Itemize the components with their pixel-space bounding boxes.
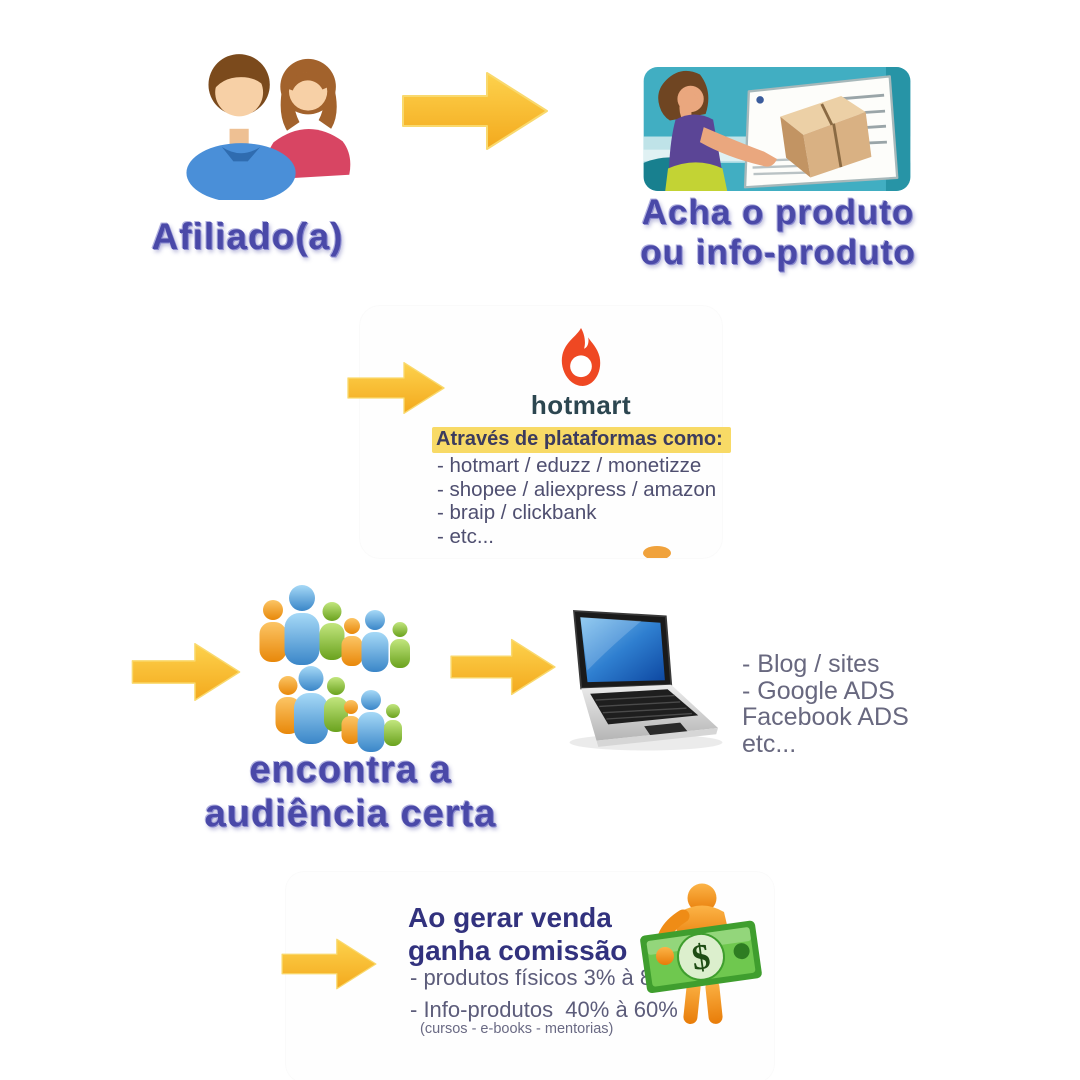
finds-product-caption: Acha o produto ou info-produto: [602, 193, 954, 273]
arrow-right-icon: [347, 361, 445, 414]
dollar-bill: $: [640, 920, 762, 994]
audience-line1: encontra a: [249, 749, 452, 791]
money-person-icon: $: [640, 883, 762, 1025]
channel-item: etc...: [742, 729, 797, 758]
commission-title-line1: Ao gerar venda: [408, 902, 612, 933]
commission-note: (cursos - e-books - mentorias): [420, 1021, 614, 1037]
product-from-screen-illustration: [643, 67, 911, 191]
platform-item: - hotmart / eduzz / monetizze: [437, 454, 702, 477]
commission-title: Ao gerar venda ganha comissão: [408, 901, 627, 967]
channel-item: - Blog / sites: [742, 650, 880, 678]
arrow-right-icon: [131, 642, 241, 702]
channel-item: Facebook ADS: [742, 703, 909, 731]
laptop-icon: [569, 610, 723, 751]
platforms-list: - hotmart / eduzz / monetizze - shopee /…: [437, 454, 716, 548]
commission-item: - Info-produtos 40% à 60%: [410, 997, 678, 1022]
arrow-right-icon: [450, 638, 556, 696]
platform-item: - shopee / aliexpress / amazon: [437, 477, 717, 501]
audience-line2: audiência certa: [204, 793, 497, 835]
channels-list: - Blog / sites - Google ADS Facebook ADS…: [742, 651, 909, 757]
hotmart-brand-label: hotmart: [530, 390, 632, 420]
hotmart-flame-icon: [561, 328, 601, 386]
audience-caption: encontra a audiência certa: [163, 748, 538, 836]
channel-item: - Google ADS: [742, 676, 895, 705]
finds-product-line2: ou info-produto: [640, 233, 916, 272]
arrow-right-icon: [402, 72, 548, 150]
arrow-right-icon: [281, 938, 377, 990]
commission-item: - produtos físicos 3% à 8%: [410, 965, 672, 990]
finds-product-line1: Acha o produto: [641, 193, 915, 232]
affiliate-label: Afiliado(a): [151, 216, 344, 257]
platforms-header-wrap: Através de plataformas como:: [432, 427, 731, 453]
cardboard-box: [780, 96, 872, 178]
dollar-sign: $: [689, 936, 712, 978]
platform-item: - etc...: [437, 524, 494, 548]
platforms-header: Através de plataformas como:: [432, 427, 731, 453]
people-pair-icon: [186, 54, 351, 200]
crowd-icon: [259, 585, 410, 752]
peeking-head-icon: [643, 546, 671, 558]
platform-item: - braip / clickbank: [437, 501, 597, 524]
woman-figure: [658, 70, 777, 191]
commission-title-line2: ganha comissão: [408, 935, 628, 966]
